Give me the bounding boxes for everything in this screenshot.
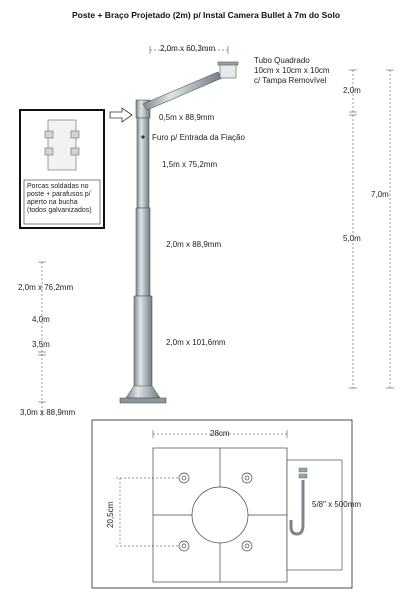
base-height-dimension bbox=[116, 477, 180, 547]
cable-hole-label: Furo p/ Entrada da Fiação bbox=[152, 133, 245, 142]
segment-2-label: 1,5m x 75,2mm bbox=[162, 160, 218, 169]
nut-note-text: Porcas soldadas no poste + parafusos p/ … bbox=[27, 183, 92, 215]
left-upper-label: 2,0m x 76,2mm bbox=[18, 283, 74, 292]
j-bolt-detail bbox=[286, 459, 343, 571]
pole-base-plate bbox=[119, 397, 167, 404]
tube-cap-label: c/ Tampa Removível bbox=[254, 76, 327, 85]
arm-dimension-label: 2,0m x 60,3mm bbox=[160, 44, 216, 53]
nut-note-line: Porcas soldadas no bbox=[27, 183, 89, 190]
segment-4-label: 2,0m x 101,6mm bbox=[166, 338, 226, 347]
upper-height-label: 5,0m bbox=[343, 234, 361, 243]
diagram-title: Poste + Braço Projetado (2m) p/ Instal C… bbox=[71, 10, 341, 20]
pole-base-flare bbox=[125, 385, 161, 399]
nut-note-line: poste + parafusos p/ bbox=[27, 191, 91, 198]
nut-detail-box bbox=[19, 109, 105, 229]
square-tube bbox=[219, 63, 237, 79]
left-lower-label: 3,0m x 88,9mm bbox=[20, 408, 76, 417]
pointer-arrow bbox=[109, 107, 133, 123]
pole-segment-3 bbox=[135, 207, 151, 297]
top-segment-label: 0,5m x 88,9mm bbox=[159, 113, 215, 122]
left-35m-label: 3,5m bbox=[32, 340, 50, 349]
base-width-dimension bbox=[152, 430, 288, 438]
nut-note-line: aperto na bucha bbox=[27, 199, 78, 206]
projected-arm bbox=[142, 61, 239, 111]
cable-hole bbox=[141, 135, 145, 139]
tube-dimension-label: 10cm x 10cm x 10cm bbox=[254, 66, 330, 75]
arm-dimension bbox=[149, 46, 229, 54]
tube-title-label: Tubo Quadrado bbox=[254, 56, 310, 65]
bolt-dimension-label: 5/8" x 500mm bbox=[312, 500, 362, 509]
right-dimensions bbox=[349, 69, 394, 389]
left-4m-label: 4,0m bbox=[32, 315, 50, 324]
base-plate-top-view bbox=[152, 447, 288, 583]
pole-segment-4 bbox=[133, 295, 153, 389]
base-width-label: 28cm bbox=[210, 429, 230, 438]
pole bbox=[119, 99, 167, 404]
total-height-label: 7,0m bbox=[371, 190, 389, 199]
base-height-label: 20,5cm bbox=[106, 501, 115, 528]
arm-height-label: 2,0m bbox=[343, 86, 361, 95]
bolt-holes bbox=[178, 472, 253, 552]
segment-3-label: 2,0m x 88,9mm bbox=[166, 240, 222, 249]
pole-segment-2 bbox=[136, 117, 150, 209]
nut-note-line: (todos galvanizados) bbox=[27, 207, 92, 214]
left-dimensions bbox=[38, 261, 46, 418]
